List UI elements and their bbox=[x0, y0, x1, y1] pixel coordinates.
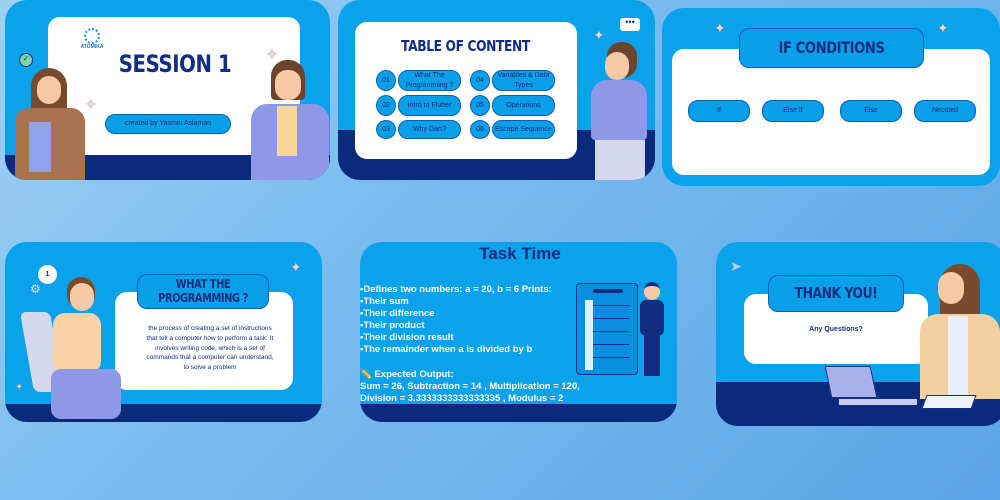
slide-title: SESSION 1 bbox=[118, 50, 232, 78]
gear-icon: ⚙ bbox=[30, 282, 41, 296]
else-button[interactable]: Else bbox=[840, 100, 902, 122]
step-badge: 1 bbox=[38, 265, 57, 284]
slide-title: WHAT THE PROGRAMMING ? bbox=[158, 277, 248, 305]
nested-button[interactable]: Neosted bbox=[914, 100, 976, 122]
expected-output-line: Division = 3.3333333333333335 , Modulus … bbox=[360, 393, 564, 404]
slide-title: Task Time bbox=[479, 244, 561, 263]
notebook-illustration bbox=[921, 395, 977, 409]
slide-header-box bbox=[739, 28, 924, 68]
expected-output-line: Sum = 26, Subtraction = 14 , Multiplicat… bbox=[360, 381, 580, 392]
sparkle-icon: ✦ bbox=[937, 20, 949, 36]
sparkle-icon: ✦ bbox=[593, 27, 605, 43]
task-line: •Their sum bbox=[360, 296, 409, 307]
slide-subtitle: Any Questions? bbox=[809, 326, 863, 333]
slide-what-programming[interactable]: WHAT THE PROGRAMMING ? the process of cr… bbox=[5, 242, 322, 422]
slide-thank-you[interactable]: THANK YOU! Any Questions? ➤ bbox=[716, 242, 1000, 426]
slide-if-conditions[interactable]: IF CONDITIONS ✦ ✦ If Else If Else Neoste… bbox=[662, 8, 1000, 186]
paper-plane-icon: ➤ bbox=[730, 258, 742, 274]
toc-number: 05 bbox=[470, 95, 490, 116]
toc-number: 02 bbox=[376, 95, 396, 116]
task-list: •Defines two numbers: a = 20, b = 6 Prin… bbox=[360, 284, 552, 356]
toc-number: 01 bbox=[376, 70, 396, 91]
slide-band bbox=[360, 404, 677, 422]
slide-task-time[interactable]: Task Time •Defines two numbers: a = 20, … bbox=[360, 242, 677, 422]
task-line: •Their division result bbox=[360, 332, 454, 343]
sparkle-icon: ✦ bbox=[85, 96, 97, 112]
woman-illustration bbox=[11, 68, 91, 180]
toc-item-why-dart[interactable]: Why Dart? bbox=[398, 120, 461, 139]
slide-body-text: the process of creating a set of instruc… bbox=[146, 325, 274, 371]
toc-item-intro-flutter[interactable]: Intro to Flutter bbox=[398, 95, 461, 116]
check-bubble-icon: ✓ bbox=[19, 53, 33, 67]
woman-illustration bbox=[906, 264, 1000, 414]
sparkle-icon: ✦ bbox=[266, 46, 278, 62]
sparkle-icon: ✦ bbox=[714, 20, 726, 36]
task-line: •Their product bbox=[360, 320, 425, 331]
toc-number: 06 bbox=[470, 120, 490, 139]
sparkle-icon: ✦ bbox=[290, 259, 302, 275]
slide-table-of-content[interactable]: TABLE OF CONTENT 01 What The Programming… bbox=[338, 0, 655, 180]
slide-title: IF CONDITIONS bbox=[778, 38, 885, 57]
task-line: •Their difference bbox=[360, 308, 435, 319]
slide-header-box bbox=[137, 274, 269, 309]
atomika-logo: ATOMIKA bbox=[77, 28, 107, 50]
laptop-illustration bbox=[824, 366, 924, 416]
man-illustration bbox=[573, 42, 653, 180]
toc-item-variables[interactable]: Variables & Data Types bbox=[492, 70, 555, 91]
logo-text: ATOMIKA bbox=[80, 44, 104, 50]
toc-number: 04 bbox=[470, 70, 490, 91]
task-line: •Defines two numbers: a = 20, b = 6 Prin… bbox=[360, 284, 552, 295]
slide-header-box bbox=[768, 275, 904, 312]
author-pill: created by Yasmin Aslaman bbox=[105, 114, 231, 134]
toc-number: 03 bbox=[376, 120, 396, 139]
slide-title: TABLE OF CONTENT bbox=[401, 37, 530, 55]
checklist-illustration bbox=[576, 283, 638, 375]
slide-session-1[interactable]: ATOMIKA SESSION 1 created by Yasmin Asla… bbox=[5, 0, 330, 180]
sparkle-icon: ✦ bbox=[15, 382, 24, 393]
toc-item-what-programming[interactable]: What The Programming ? bbox=[398, 70, 461, 91]
seated-man-illustration bbox=[19, 277, 137, 422]
chat-bubble-icon: ••• bbox=[620, 18, 640, 31]
expected-output-label: ✏️ Expected Output: bbox=[360, 369, 454, 380]
man-illustration bbox=[245, 60, 330, 180]
logo-mark-icon bbox=[84, 28, 100, 44]
woman-illustration bbox=[638, 282, 668, 377]
if-button[interactable]: If bbox=[688, 100, 750, 122]
else-if-button[interactable]: Else If bbox=[762, 100, 824, 122]
slide-title: THANK YOU! bbox=[794, 284, 878, 302]
task-line: •The remainder when a is divided by b bbox=[360, 344, 533, 355]
toc-item-escape-sequence[interactable]: Escape Sequence bbox=[492, 120, 555, 139]
toc-item-operations[interactable]: Operations bbox=[492, 95, 555, 116]
